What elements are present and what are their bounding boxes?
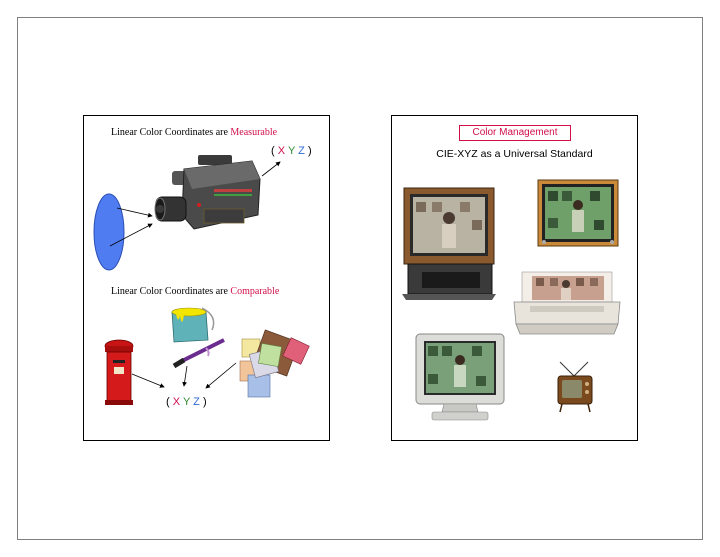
vintage-tv-icon: [557, 361, 593, 413]
crt-monitor-icon: [537, 179, 619, 247]
paint-can-icon: [171, 307, 225, 369]
cie-xyz-subtitle: CIE-XYZ as a Universal Standard: [436, 148, 593, 160]
color-management-heading: Color Management: [459, 125, 571, 141]
light-source-ellipse: [93, 193, 125, 271]
title-measurable: Linear Color Coordinates are Measurable: [111, 127, 278, 138]
slide-color-management: Color Management CIE-XYZ as a Universal …: [391, 115, 638, 441]
xyz-label-bottom: ( X Y Z ): [166, 396, 207, 408]
xyz-label-top: ( X Y Z ): [271, 145, 312, 157]
slide-measurable-comparable: Linear Color Coordinates are Measurable …: [83, 115, 330, 441]
page-frame: [17, 17, 703, 540]
mailbox-icon: [104, 339, 134, 405]
desktop-monitor-icon: [415, 333, 505, 421]
color-swatches-icon: [239, 329, 310, 398]
large-television-icon: [402, 187, 496, 300]
camcorder-icon: [154, 155, 261, 230]
arrows-layer: [109, 161, 281, 389]
title-comparable: Linear Color Coordinates are Comparable: [111, 286, 280, 297]
printer-icon: [513, 271, 621, 335]
